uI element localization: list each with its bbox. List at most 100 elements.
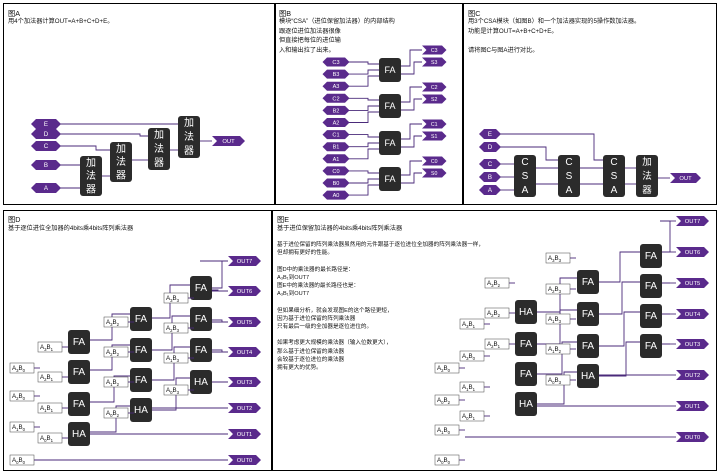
panel-c-csa-2-char-1: S bbox=[566, 171, 573, 182]
panel-d-product-a0b3: A0B3 bbox=[166, 387, 180, 395]
panel-e-product-a0b0: A0B0 bbox=[437, 457, 451, 465]
panel-b-wire-c-3 bbox=[401, 160, 422, 176]
panel-a-title: 图A bbox=[8, 9, 20, 18]
panel-b-wire-in-2-2 bbox=[349, 148, 379, 160]
panel-d-grid-wire-12 bbox=[90, 375, 130, 403]
panel-b-wire-s-2 bbox=[401, 135, 422, 148]
panel-d-product-a1b1: A1B1 bbox=[40, 405, 54, 413]
panel-a-input-e bbox=[31, 119, 61, 129]
panel-c-input-c bbox=[479, 159, 501, 169]
panel-c-input-b bbox=[479, 172, 501, 182]
panel-a-adder-1-char-0: 加 bbox=[86, 157, 96, 169]
panel-e-grid-wire-5 bbox=[599, 281, 640, 315]
panel-e-title: 图E bbox=[277, 215, 289, 224]
panel-e-ha-8 bbox=[515, 300, 537, 324]
panel-e-fa-2 bbox=[640, 304, 662, 328]
panel-d-out1 bbox=[228, 429, 261, 439]
panel-d-grid-wire-11 bbox=[90, 344, 130, 371]
panel-b-output-c0-label: C0 bbox=[431, 159, 438, 165]
panel-b-output-c1-label: C1 bbox=[431, 122, 438, 128]
panel-d-fa-1 bbox=[190, 307, 212, 331]
panel-c-input-c-label: C bbox=[488, 161, 493, 168]
panel-c-csa-3-char-0: C bbox=[610, 157, 617, 168]
panel-e-fa-4-label: FA bbox=[582, 277, 595, 288]
panel-d-fa-10-label: FA bbox=[73, 399, 86, 410]
panel-e-out0-label: OUT0 bbox=[685, 435, 700, 441]
panel-d-grid-wire-13 bbox=[90, 405, 130, 433]
panel-e-out7-label: OUT7 bbox=[685, 219, 700, 225]
panel-a-adder-1-char-1: 法 bbox=[86, 169, 96, 182]
panel-e-fa-10-label: FA bbox=[520, 369, 533, 380]
panel-d-fa-8-label: FA bbox=[73, 337, 86, 348]
panel-d-product-a0b1: A0B1 bbox=[40, 435, 54, 443]
panel-d-product-a3b3: A3B3 bbox=[166, 295, 180, 303]
panel-d-out7 bbox=[228, 256, 261, 266]
panel-a bbox=[3, 3, 275, 205]
panel-b-input-a2 bbox=[322, 118, 350, 127]
panel-e-product-a3b0: A3B0 bbox=[462, 353, 476, 361]
panel-c-input-e-label: E bbox=[488, 131, 492, 138]
panel-d-out0-label: OUT0 bbox=[237, 458, 252, 464]
panel-b-input-a1 bbox=[322, 154, 350, 164]
panel-e-fa-0-label: FA bbox=[645, 251, 658, 262]
panel-d-out4 bbox=[228, 347, 261, 357]
panel-c-input-a bbox=[479, 185, 501, 195]
panel-e-ha-11 bbox=[515, 392, 537, 416]
panel-b-input-b1 bbox=[322, 142, 350, 152]
panel-e-product-a1b2-frame bbox=[545, 343, 571, 355]
panel-d-desc: 基于逐位进位全加器的4bits乘4bits阵列乘法器 bbox=[8, 225, 134, 232]
panel-e-product-a2b3: A2B3 bbox=[548, 286, 562, 294]
panel-b-fa-3 bbox=[379, 58, 401, 82]
panel-d-ha-3-label: HA bbox=[194, 377, 208, 388]
panel-b-desc: 模块“CSA”（进位保留加法器）的内部结构 跟逐位进位加法器很像 但直接把每位的… bbox=[279, 18, 395, 54]
panel-c-adder-char-0: 加 bbox=[642, 157, 652, 168]
panel-d-product-a3b0: A3B0 bbox=[12, 365, 26, 373]
panel-b-fa-0 bbox=[379, 167, 401, 191]
panel-b-wire-in-3-2 bbox=[349, 184, 379, 196]
panel-b-input-b0-label: B0 bbox=[333, 181, 340, 187]
panel-b-input-c3-label: C3 bbox=[332, 60, 339, 66]
panel-d-product-a2b0-frame bbox=[9, 390, 35, 402]
panel-a-input-c-label: C bbox=[44, 143, 49, 150]
panel-c-adder-char-2: 器 bbox=[642, 185, 652, 196]
panel-e-fa-5-label: FA bbox=[582, 309, 595, 320]
panel-e-out2 bbox=[676, 370, 709, 380]
panel-c-adder bbox=[636, 155, 658, 197]
panel-b-input-c3 bbox=[322, 57, 350, 67]
panel-e-grid-wire-9 bbox=[537, 277, 577, 313]
panel-e-product-a2b1-frame bbox=[484, 338, 510, 350]
panel-d-product-a1b2-frame bbox=[103, 376, 129, 388]
panel-d-product-a1b2: A1B2 bbox=[106, 379, 120, 387]
panel-c-csa-2-char-0: C bbox=[565, 157, 572, 168]
panel-e-product-a0b2-frame bbox=[434, 394, 460, 406]
panel-b-wire-s-1 bbox=[401, 98, 422, 111]
panel-e-fa-4 bbox=[577, 270, 599, 294]
panel-b-output-s3 bbox=[422, 57, 447, 67]
panel-b-input-b2-label: B2 bbox=[333, 108, 340, 114]
panel-d-product-a1b0-frame bbox=[9, 421, 35, 433]
panel-d-ha-11 bbox=[68, 422, 90, 446]
panel-e-product-a1b1: A1B1 bbox=[462, 384, 476, 392]
panel-e-product-a2b0-frame bbox=[434, 362, 460, 374]
panel-e-product-a0b0-frame bbox=[434, 454, 460, 466]
panel-b-title: 图B bbox=[279, 9, 291, 18]
panel-d-product-a0b0: A0B0 bbox=[12, 457, 26, 465]
panel-c-csa-1-char-2: A bbox=[522, 185, 529, 196]
panel-e-desc: 基于进位保留加法器的4bits乘4bits阵列乘法器 bbox=[277, 225, 403, 232]
panel-a-adder-4-char-0: 加 bbox=[184, 117, 194, 129]
panel-b-output-c3 bbox=[422, 45, 447, 55]
panel-d-product-a1b1-frame bbox=[37, 402, 63, 414]
panel-d-fa-8 bbox=[68, 330, 90, 354]
panel-a-wire-c bbox=[60, 145, 110, 151]
panel-d-product-a0b3-frame bbox=[163, 384, 189, 396]
panel-d-out4-label: OUT4 bbox=[237, 350, 253, 356]
panel-a-input-d-label: D bbox=[44, 131, 49, 138]
panel-a-adder-4-char-2: 器 bbox=[184, 145, 194, 157]
panel-d-product-a0b2: A0B2 bbox=[106, 410, 120, 418]
panel-d-fa-2-label: FA bbox=[195, 345, 208, 356]
panel-c bbox=[463, 3, 717, 205]
panel-e-product-a3b3: A3B3 bbox=[548, 255, 562, 263]
panel-d-grid-wire-0 bbox=[200, 260, 223, 289]
panel-c-csa-3-char-2: A bbox=[611, 185, 618, 196]
panel-a-adder-2-char-2: 器 bbox=[116, 169, 126, 181]
